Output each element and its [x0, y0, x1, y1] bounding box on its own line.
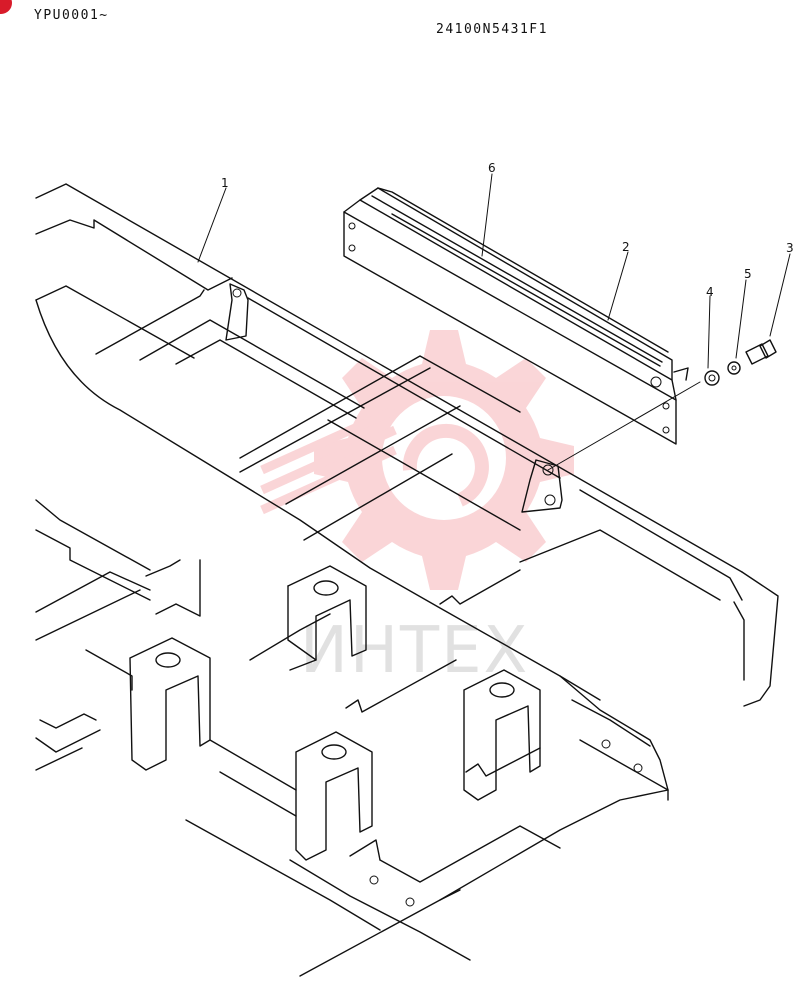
watermark-text: ИНТЕХ: [300, 614, 529, 688]
serial-range: YPU0001~: [34, 8, 109, 23]
assembly-centerline: [547, 381, 701, 471]
corner-mark: [0, 0, 12, 14]
drawing-number: 24100N5431F1: [436, 22, 548, 37]
frame-assembly: [35, 183, 779, 977]
frame-bracket-right: [521, 459, 563, 513]
callout-2: 2: [622, 240, 630, 254]
frame-holes: [369, 739, 643, 907]
callout-6: 6: [488, 161, 496, 175]
watermark-gear-icon: [260, 330, 574, 590]
frame-boss-4: [295, 731, 373, 861]
flat-washer-icon: [704, 370, 720, 386]
callout-3: 3: [786, 241, 794, 255]
leader-lines: [197, 173, 791, 369]
callout-1: 1: [221, 176, 229, 190]
frame-bracket-left: [225, 283, 249, 341]
lock-washer-icon: [727, 361, 741, 375]
callout-5: 5: [744, 267, 752, 281]
callout-4: 4: [706, 285, 714, 299]
cover-plate: [343, 187, 689, 445]
frame-boss-3: [463, 669, 541, 801]
frame-boss-2: [129, 637, 211, 771]
bolt-icon: [745, 339, 777, 365]
frame-boss-1: [287, 565, 367, 671]
